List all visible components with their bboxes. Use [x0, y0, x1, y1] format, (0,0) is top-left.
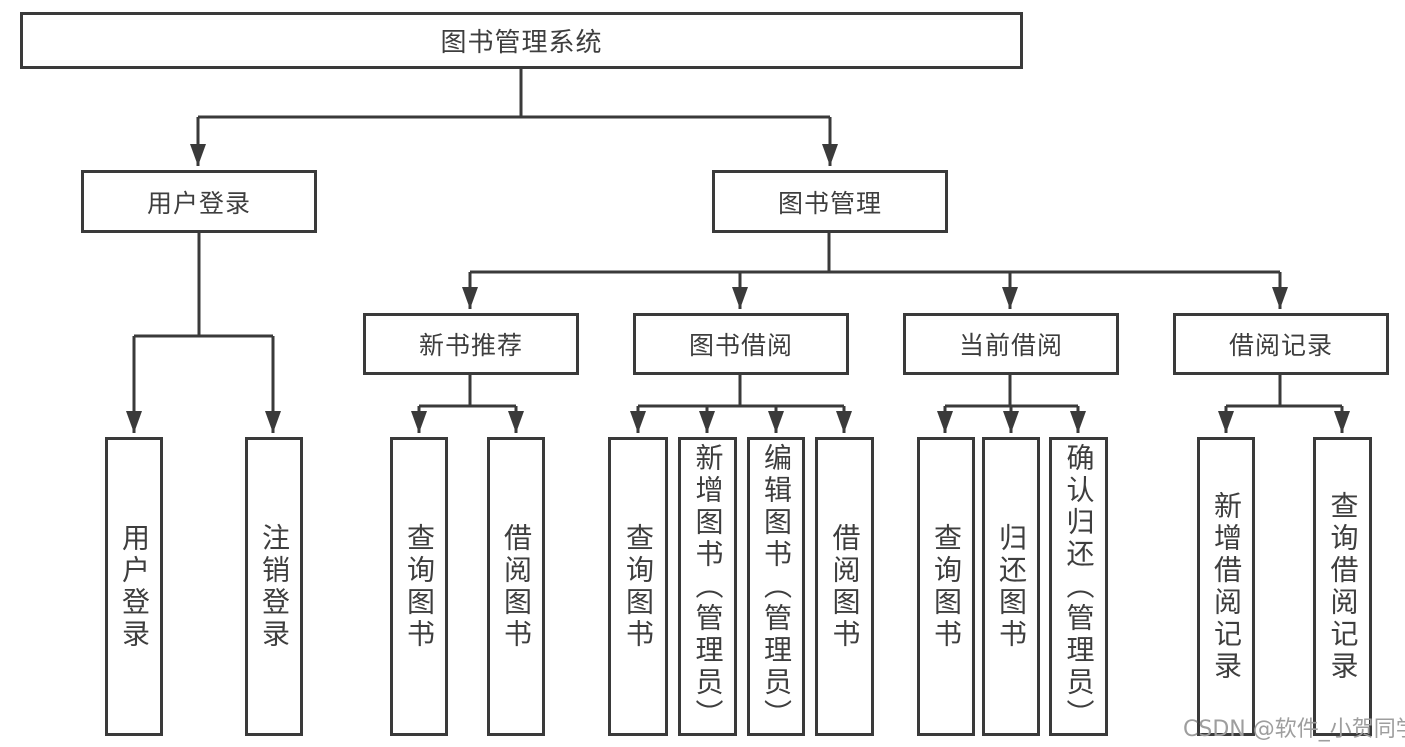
- node-leaf-add-books-admin: 新增图书（管理员）: [678, 437, 737, 736]
- node-leaf-edit-books-admin: 编辑图书（管理员）: [747, 437, 805, 736]
- node-root: 图书管理系统: [20, 12, 1023, 69]
- node-leaf-query-borrow-record-label: 查询借阅记录: [1326, 490, 1360, 683]
- node-leaf-add-borrow-record: 新增借阅记录: [1197, 437, 1255, 736]
- node-leaf-add-books-admin-label: 新增图书（管理员）: [691, 442, 725, 731]
- node-book-management: 图书管理: [712, 170, 948, 233]
- csdn-watermark: CSDN @软件_小贺同学: [1183, 717, 1405, 742]
- node-leaf-edit-books-admin-label: 编辑图书（管理员）: [760, 442, 793, 731]
- node-book-management-label: 图书管理: [777, 188, 882, 218]
- node-leaf-query-books-current: 查询图书: [917, 437, 975, 736]
- node-new-book-recommend-label: 新书推荐: [418, 331, 523, 360]
- node-leaf-logout: 注销登录: [245, 437, 303, 736]
- node-leaf-user-login: 用户登录: [105, 437, 163, 736]
- node-leaf-borrow-books-label: 借阅图书: [828, 522, 862, 651]
- node-leaf-return-books-label: 归还图书: [995, 522, 1028, 651]
- node-leaf-borrow-books-recommend: 借阅图书: [487, 437, 545, 736]
- node-leaf-confirm-return-admin-label: 确认归还（管理员）: [1062, 442, 1096, 731]
- node-leaf-user-login-label: 用户登录: [118, 522, 151, 651]
- node-leaf-query-books-borrow: 查询图书: [608, 437, 668, 736]
- node-current-borrow-label: 当前借阅: [958, 331, 1063, 360]
- node-leaf-add-borrow-record-label: 新增借阅记录: [1210, 490, 1243, 683]
- node-new-book-recommend: 新书推荐: [363, 313, 579, 375]
- node-leaf-logout-label: 注销登录: [258, 522, 291, 651]
- node-leaf-query-books-recommend-label: 查询图书: [403, 522, 436, 651]
- node-leaf-confirm-return-admin: 确认归还（管理员）: [1049, 437, 1108, 736]
- node-user-login-label: 用户登录: [146, 188, 251, 218]
- node-leaf-borrow-books-recommend-label: 借阅图书: [500, 522, 533, 651]
- node-leaf-query-books-borrow-label: 查询图书: [622, 522, 655, 651]
- node-borrow-records-label: 借阅记录: [1228, 331, 1333, 360]
- node-borrow-records: 借阅记录: [1173, 313, 1389, 375]
- node-leaf-return-books: 归还图书: [982, 437, 1040, 736]
- node-leaf-query-books-recommend: 查询图书: [390, 437, 448, 736]
- node-leaf-query-borrow-record: 查询借阅记录: [1313, 437, 1372, 736]
- node-leaf-borrow-books: 借阅图书: [815, 437, 874, 736]
- node-root-label: 图书管理系统: [440, 28, 603, 58]
- node-current-borrow: 当前借阅: [903, 313, 1119, 375]
- node-book-borrow-label: 图书借阅: [688, 331, 793, 360]
- node-leaf-query-books-current-label: 查询图书: [930, 522, 963, 651]
- node-book-borrow: 图书借阅: [633, 313, 849, 375]
- node-user-login: 用户登录: [81, 170, 317, 233]
